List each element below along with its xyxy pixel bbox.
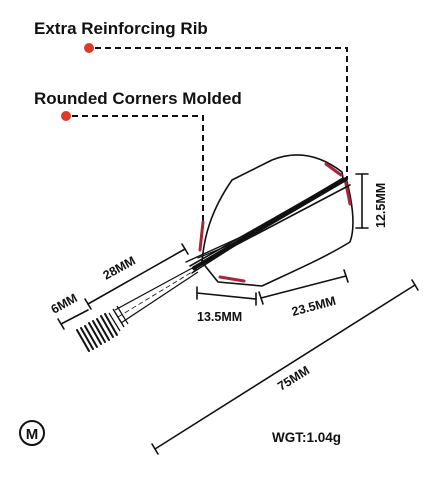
flight-lower-wing <box>201 177 354 287</box>
size-badge-ring <box>19 420 45 446</box>
dart-shaft <box>108 265 199 332</box>
size-badge: M <box>19 420 45 446</box>
callout-rib-dot <box>84 43 94 53</box>
callout-rib-leader <box>95 47 348 178</box>
dimension-lines <box>57 173 419 455</box>
rib-trailing-edge <box>343 177 352 206</box>
callout-extra-reinforcing-rib: Extra Reinforcing Rib <box>34 19 348 178</box>
shaft-thread <box>76 313 118 352</box>
weight-label: WGT:1.04g <box>272 430 341 445</box>
dim-flight-length: 23.5MM <box>290 294 337 319</box>
dim-tip-width: 6MM <box>49 291 80 317</box>
callout-corners-leader <box>72 115 204 228</box>
callout-rounded-corners: Rounded Corners Molded <box>34 89 242 228</box>
callout-corners-label: Rounded Corners Molded <box>34 89 242 108</box>
rib-upper-tip <box>324 162 343 177</box>
dim-flight-height: 12.5MM <box>374 183 388 228</box>
flight-spine <box>185 177 351 274</box>
rib-front-corner <box>198 220 205 252</box>
dim-flight-front: 13.5MM <box>197 310 242 324</box>
rib-lower-corner <box>218 275 246 283</box>
size-badge-letter: M <box>26 426 39 443</box>
callout-corners-dot <box>61 111 71 121</box>
dim-overall-length: 75MM <box>275 363 312 393</box>
callout-rib-label: Extra Reinforcing Rib <box>34 19 208 38</box>
flight-upper-wing <box>201 154 344 263</box>
flight-wings <box>201 154 354 287</box>
reinforcing-ribs <box>198 162 352 283</box>
